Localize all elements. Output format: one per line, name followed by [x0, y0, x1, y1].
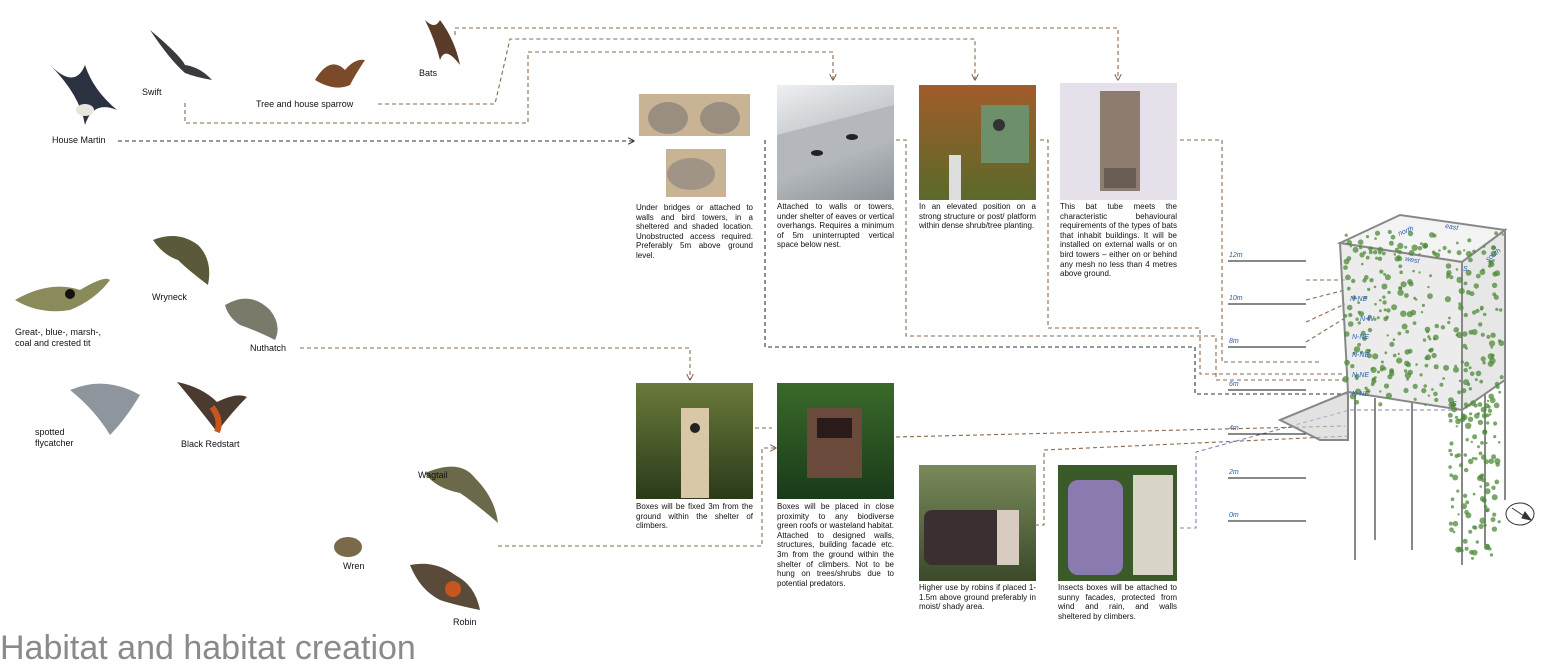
tit-image [15, 278, 110, 312]
tower-label-nne2: N-NE [1352, 334, 1370, 341]
height-label-12m: 12m [1229, 252, 1243, 259]
label-wren: Wren [343, 561, 365, 571]
insect-box-image [1058, 465, 1177, 581]
redstart-box-image [777, 383, 894, 499]
label-wagtail: Wagtail [418, 470, 448, 480]
label-robin: Robin [453, 617, 477, 627]
desc-insect-box: Insects boxes will be attached to sunny … [1058, 583, 1177, 621]
tower-label-nne1: N-NE [1350, 296, 1368, 303]
connector-bats [454, 27, 1118, 80]
tower-label-s2: S [1452, 401, 1457, 408]
desc-martin-nest: Under bridges or attached to walls and b… [636, 203, 753, 260]
label-house-martin: House Martin [52, 135, 106, 145]
swift-image [150, 30, 212, 80]
redstart-image [177, 382, 247, 434]
wryneck-image [153, 236, 210, 285]
desc-sparrow-box: In an elevated position on a strong stru… [919, 202, 1036, 231]
wren-image [334, 537, 362, 557]
desc-bat-tube: This bat tube meets the characteristic b… [1060, 202, 1177, 279]
height-label-2m: 2m [1229, 469, 1239, 476]
connector-sparrow [378, 38, 975, 105]
sparrow-box-image [919, 85, 1036, 200]
desc-redstart-box: Boxes will be placed in close proximity … [777, 502, 894, 588]
page-title: Habitat and habitat creation [0, 629, 416, 667]
house-martin-image [50, 65, 117, 125]
connector-lines [118, 27, 1535, 565]
height-label-8m: 8m [1229, 338, 1239, 345]
tower-label-ne: N-NE [1352, 352, 1370, 359]
connector-redstart-tower [895, 425, 1346, 438]
connector-swift [184, 51, 833, 124]
label-swift: Swift [142, 87, 162, 97]
robin-image [410, 563, 480, 610]
label-tits: Great-, blue-, marsh-, coal and crested … [15, 327, 102, 348]
tower-label-nne4: N-NE [1352, 391, 1370, 398]
height-label-10m: 10m [1229, 295, 1243, 302]
connector-martin-tower [764, 140, 1350, 395]
connector-nuthatch [300, 347, 690, 380]
nuthatch-image [225, 298, 278, 340]
connector-battube-tower [1180, 139, 1320, 363]
tower-label-nw: N-W [1360, 316, 1374, 323]
tower-label-s1: S [1463, 266, 1468, 273]
label-nuthatch: Nuthatch [250, 343, 287, 353]
tower-label-nne3: N-NE [1352, 372, 1370, 379]
desc-swift-box: Attached to walls or towers, under shelt… [777, 202, 894, 250]
flycatcher-image [70, 383, 140, 435]
height-label-6m: 6m [1229, 381, 1239, 388]
bat-image [425, 20, 460, 65]
tit-box-image [636, 383, 753, 499]
label-flycatcher: spotted flycatcher [35, 427, 74, 448]
bat-tube-image [1060, 83, 1177, 200]
label-bats: Bats [419, 68, 438, 78]
label-sparrow: Tree and house sparrow [256, 99, 354, 109]
height-label-0m: 0m [1229, 512, 1239, 519]
connector-swiftbox-tower [896, 139, 1345, 381]
sparrow-image [315, 59, 365, 88]
habitat-diagram: House Martin Swift Tree and house sparro… [0, 20, 1535, 667]
ivy-climbers [1342, 229, 1505, 560]
swift-box-image [777, 85, 894, 200]
bird-tower [1277, 213, 1508, 565]
desc-robin-box: Higher use by robins if placed 1-1.5m ab… [919, 583, 1036, 612]
height-label-4m: 4m [1229, 425, 1239, 432]
label-redstart: Black Redstart [181, 439, 240, 449]
north-arrow-icon [1505, 502, 1535, 526]
desc-tit-box: Boxes will be fixed 3m from the ground w… [636, 502, 753, 531]
martin-nest-image [636, 94, 753, 199]
connector-insect-tower [1180, 409, 1351, 529]
wagtail-image [425, 466, 498, 523]
label-wryneck: Wryneck [152, 292, 187, 302]
robin-box-image [919, 465, 1036, 581]
